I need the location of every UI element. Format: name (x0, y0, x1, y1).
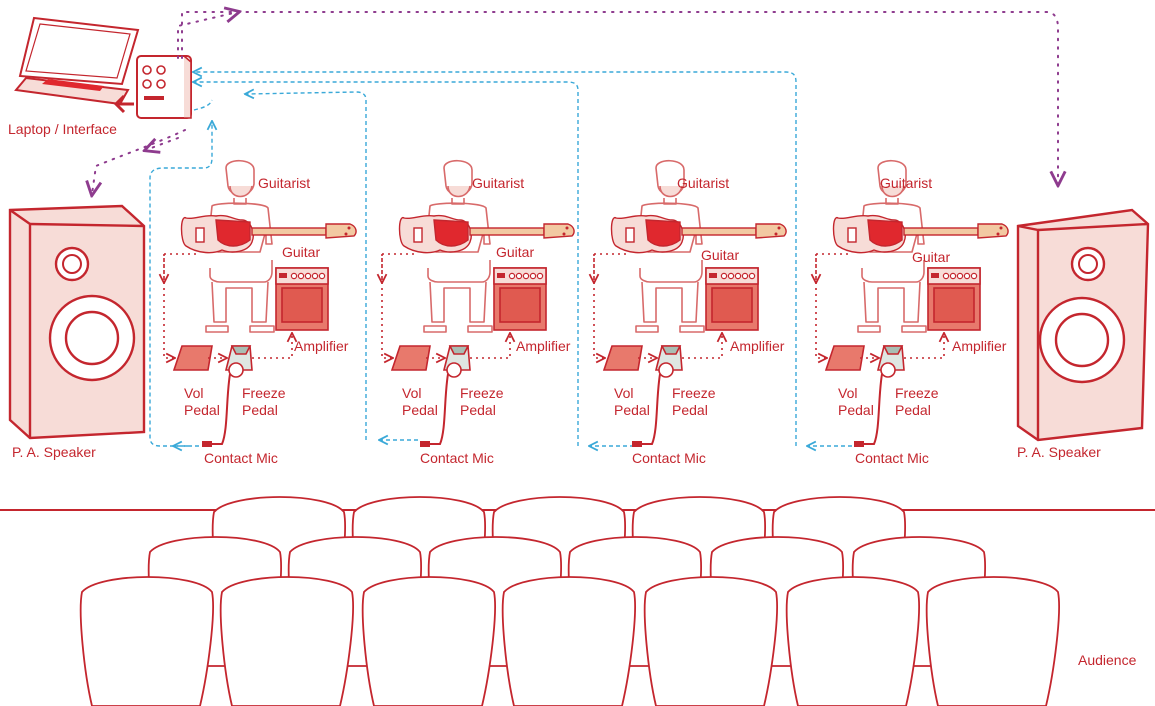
vol-pedal-label-line2: Pedal (402, 402, 438, 418)
amplifier-label: Amplifier (294, 338, 349, 354)
laptop-icon (14, 16, 140, 106)
amplifier-label: Amplifier (516, 338, 571, 354)
vol-pedal-label-line1: Vol (838, 385, 858, 401)
amplifier-label: Amplifier (952, 338, 1007, 354)
pa-speaker-right-icon (1016, 208, 1150, 442)
vol-pedal-label-line1: Vol (614, 385, 634, 401)
laptop-arrow (113, 94, 134, 114)
guitarist-label: Guitarist (472, 175, 525, 191)
freeze-pedal-label-line2: Pedal (460, 402, 496, 418)
freeze-pedal-label-line2: Pedal (672, 402, 708, 418)
purple-signal-lines (92, 12, 1058, 194)
contact-mic-label: Contact Mic (204, 450, 278, 466)
guitarist-label: Guitarist (677, 175, 730, 191)
amplifier-label: Amplifier (730, 338, 785, 354)
vol-pedal-label-line2: Pedal (614, 402, 650, 418)
pa-speaker-left-label: P. A. Speaker (12, 444, 96, 460)
audience-label: Audience (1078, 652, 1137, 668)
freeze-pedal-label-line1: Freeze (460, 385, 504, 401)
guitarist-label: Guitarist (258, 175, 311, 191)
contact-mic-label: Contact Mic (855, 450, 929, 466)
pa-speaker-left-icon (8, 204, 146, 440)
vol-pedal-label-line2: Pedal (838, 402, 874, 418)
audience-seating (79, 496, 1060, 706)
vol-pedal-label-line1: Vol (184, 385, 204, 401)
contact-mic-label: Contact Mic (632, 450, 706, 466)
freeze-pedal-label-line2: Pedal (242, 402, 278, 418)
freeze-pedal-label-line1: Freeze (242, 385, 286, 401)
guitarist-label: Guitarist (880, 175, 933, 191)
laptop-interface-label: Laptop / Interface (8, 121, 117, 137)
vol-pedal-label-line1: Vol (402, 385, 422, 401)
freeze-pedal-label-line1: Freeze (895, 385, 939, 401)
freeze-pedal-label-line2: Pedal (895, 402, 931, 418)
contact-mic-label: Contact Mic (420, 450, 494, 466)
guitar-label: Guitar (912, 249, 951, 265)
audio-interface-icon (136, 55, 192, 119)
guitar-label: Guitar (282, 244, 321, 260)
blue-signal-lines (149, 72, 852, 446)
guitar-label: Guitar (701, 247, 740, 263)
guitar-label: Guitar (496, 244, 535, 260)
vol-pedal-label-line2: Pedal (184, 402, 220, 418)
freeze-pedal-label-line1: Freeze (672, 385, 716, 401)
pa-speaker-right-label: P. A. Speaker (1017, 444, 1101, 460)
